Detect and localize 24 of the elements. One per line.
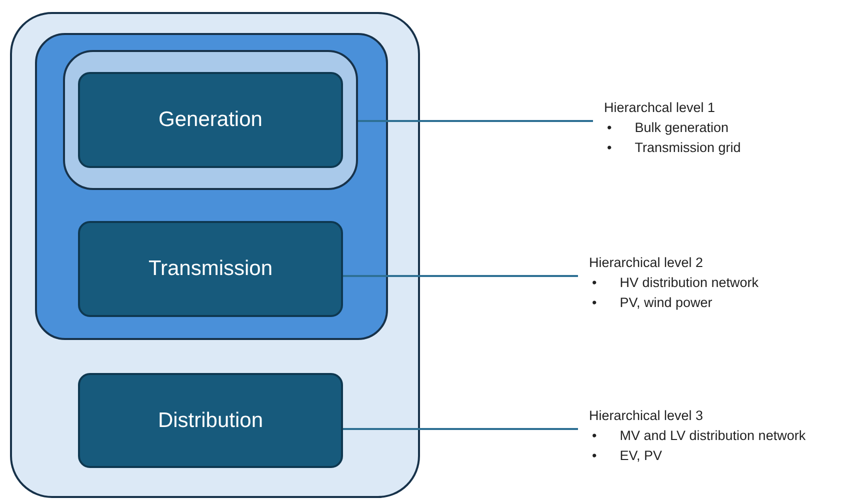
level-heading: Hierarchcal level 1 [604, 99, 716, 117]
bullet-item: Bulk generation [634, 119, 729, 137]
connector-line [343, 275, 578, 277]
bullet-item: MV and LV distribution network [620, 427, 806, 445]
level-heading: Hierarchical level 3 [589, 407, 704, 425]
bullet: • [592, 447, 597, 465]
bullet-item: PV, wind power [620, 294, 712, 312]
bullet: • [607, 139, 612, 157]
bullet: • [592, 294, 597, 312]
bullet-item: EV, PV [620, 447, 662, 465]
bullet-item: HV distribution network [620, 274, 759, 292]
bullet: • [607, 119, 612, 137]
bullet-item: Transmission grid [634, 139, 741, 157]
layer-box: Distribution [78, 373, 343, 468]
container-box [63, 50, 358, 190]
layer-box: Generation [78, 72, 343, 168]
level-heading: Hierarchical level 2 [589, 254, 704, 272]
connector-line [358, 120, 593, 122]
layer-box: Transmission [78, 221, 343, 317]
connector-line [343, 428, 578, 430]
container-box [10, 12, 420, 498]
bullet: • [592, 427, 597, 445]
bullet: • [592, 274, 597, 292]
container-box [35, 33, 388, 340]
